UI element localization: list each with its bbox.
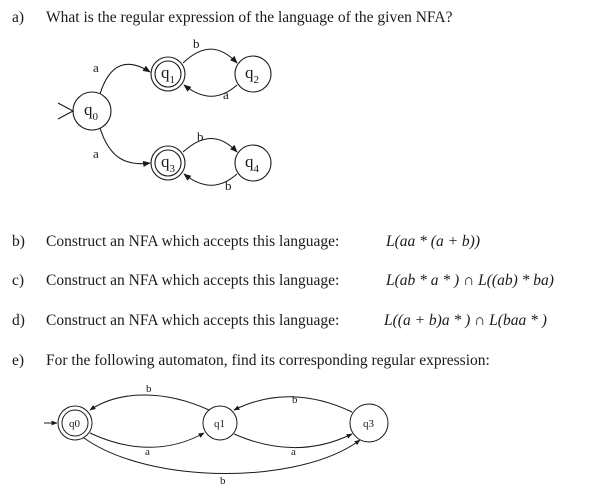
automaton-e-symbol-q3-q1: b — [292, 394, 298, 406]
automaton-e-symbol-q0-q3: b — [220, 475, 226, 487]
automaton-e-edge-q1-q0 — [89, 394, 210, 411]
nfa-a-edge-q1-q2 — [182, 48, 238, 64]
nfa-a-start-arrow — [57, 102, 75, 120]
nfa-a-symbol-q4-q3: b — [225, 178, 232, 193]
question-b-text: Construct an NFA which accepts this lang… — [46, 233, 340, 250]
question-a-label: a) — [12, 9, 25, 26]
automaton-e-symbol-q0-q1: a — [145, 446, 150, 458]
nfa-a-q4-label: q4 — [245, 152, 260, 175]
question-c-expression: L(ab * a * ) ∩ L((ab) * ba) — [386, 272, 554, 289]
nfa-a-symbols: a a b a b b — [93, 36, 232, 193]
automaton-e-state-q0 — [57, 405, 93, 441]
nfa-a-symbol-q2-q1: a — [223, 87, 229, 102]
nfa-a-edge-q4-q3 — [183, 173, 238, 186]
nfa-a-q2-label: q2 — [245, 63, 259, 86]
nfa-a-symbol-q1-q2: b — [193, 36, 200, 51]
nfa-a-edge-q0-q3 — [99, 127, 151, 167]
automaton-e-edge-q3-q1 — [233, 396, 353, 413]
automaton-e-q3-label: q3 — [363, 418, 375, 430]
nfa-a-q0-label: q0 — [84, 100, 99, 123]
question-c-text: Construct an NFA which accepts this lang… — [46, 272, 340, 289]
nfa-a-symbol-q0-q1: a — [93, 60, 99, 75]
nfa-a-state-q2 — [234, 55, 272, 93]
question-a-text: What is the regular expression of the la… — [46, 9, 453, 26]
automaton-diagram-e — [44, 394, 389, 474]
question-d-expression: L((a + b)a * ) ∩ L(baa * ) — [384, 312, 547, 329]
automaton-e-q0-label: q0 — [69, 418, 81, 430]
automaton-e-labels: q0 q1 q3 — [69, 418, 375, 430]
question-b-label: b) — [12, 233, 25, 250]
nfa-a-state-q4 — [234, 144, 272, 182]
automaton-e-edge-q0-q1 — [89, 432, 205, 448]
nfa-a-state-q0 — [72, 91, 112, 131]
question-b-expression: L(aa * (a + b)) — [386, 233, 480, 250]
question-d-label: d) — [12, 312, 25, 329]
nfa-diagram-a — [57, 48, 272, 186]
automaton-e-edge-q1-q3 — [233, 433, 353, 448]
question-e-label: e) — [12, 352, 25, 369]
nfa-a-q3-label: q3 — [161, 152, 176, 175]
nfa-a-symbol-q3-q4: b — [197, 129, 204, 144]
nfa-a-q1-label: q1 — [161, 63, 175, 86]
nfa-a-labels: q0 q1 q2 q3 q4 — [84, 63, 260, 175]
automaton-e-state-q3 — [349, 403, 389, 443]
nfa-a-state-q1 — [150, 56, 186, 92]
nfa-a-edge-q0-q1 — [99, 63, 151, 95]
automaton-e-symbol-q1-q0: b — [146, 383, 152, 395]
question-c-label: c) — [12, 272, 25, 289]
automaton-e-symbols: b a b a b — [145, 383, 298, 487]
automaton-e-state-q1 — [202, 405, 238, 441]
nfa-a-edge-q2-q1 — [183, 84, 238, 97]
automaton-e-q1-label: q1 — [214, 418, 225, 430]
nfa-a-state-q3 — [150, 145, 186, 181]
question-e-text: For the following automaton, find its co… — [46, 352, 490, 369]
automaton-e-edge-q0-q3 — [83, 437, 361, 474]
automaton-e-symbol-q1-q3: a — [291, 446, 296, 458]
question-d-text: Construct an NFA which accepts this lang… — [46, 312, 340, 329]
nfa-a-symbol-q0-q3: a — [93, 146, 99, 161]
nfa-a-edge-q3-q4 — [182, 138, 238, 153]
